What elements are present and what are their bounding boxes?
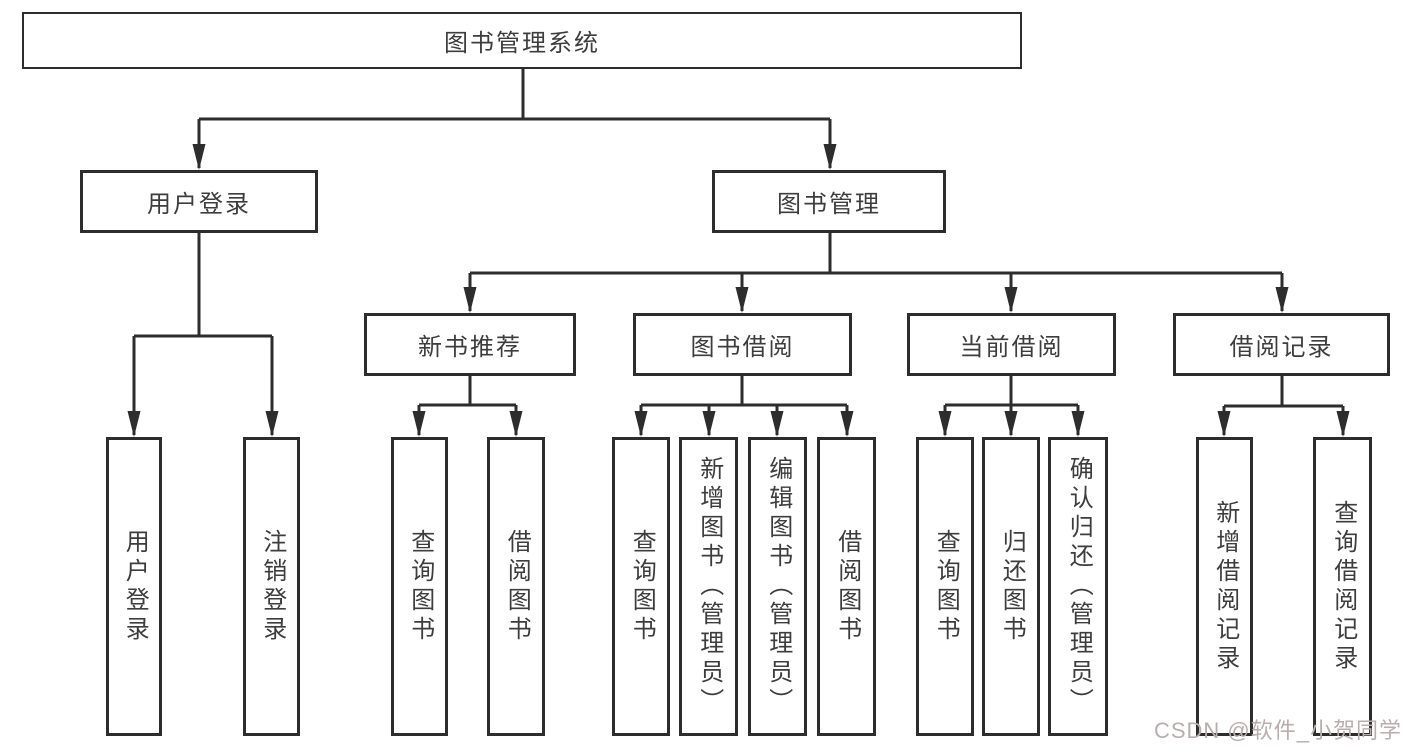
- leaf-user-login-label: 用户登录: [121, 528, 149, 645]
- leaf-confirm-return-admin: 确认归还（管理员）: [1048, 437, 1108, 736]
- node-book-borrow: 图书借阅: [633, 313, 852, 376]
- node-new-book-recommend-label: 新书推荐: [418, 334, 522, 361]
- leaf-return-book: 归还图书: [982, 437, 1040, 736]
- leaf-logout: 注销登录: [243, 437, 300, 736]
- leaf-add-borrow-record: 新增借阅记录: [1196, 437, 1253, 736]
- node-root: 图书管理系统: [22, 12, 1022, 69]
- leaf-add-borrow-record-label: 新增借阅记录: [1211, 499, 1239, 674]
- leaf-borrow-book: 借阅图书: [817, 437, 876, 736]
- leaf-add-book-admin: 新增图书（管理员）: [679, 437, 738, 736]
- leaf-return-book-label: 归还图书: [998, 528, 1026, 645]
- node-borrow-records: 借阅记录: [1173, 313, 1390, 376]
- leaf-borrow-book-recommend: 借阅图书: [487, 437, 545, 736]
- node-book-mgmt: 图书管理: [712, 170, 946, 233]
- node-book-borrow-label: 图书借阅: [690, 334, 795, 361]
- leaf-user-login: 用户登录: [106, 437, 162, 736]
- leaf-edit-book-admin-label: 编辑图书（管理员）: [764, 456, 792, 717]
- leaf-confirm-return-admin-label: 确认归还（管理员）: [1065, 456, 1093, 717]
- leaf-logout-label: 注销登录: [258, 528, 286, 645]
- leaf-add-book-admin-label: 新增图书（管理员）: [695, 456, 723, 717]
- node-user-login: 用户登录: [80, 170, 318, 233]
- node-new-book-recommend: 新书推荐: [364, 313, 576, 376]
- leaf-query-book-recommend-label: 查询图书: [406, 528, 434, 645]
- leaf-borrow-book-recommend-label: 借阅图书: [503, 528, 531, 645]
- node-root-label: 图书管理系统: [444, 30, 600, 57]
- node-current-borrow: 当前借阅: [907, 313, 1116, 376]
- leaf-edit-book-admin: 编辑图书（管理员）: [748, 437, 807, 736]
- node-user-login-label: 用户登录: [147, 191, 251, 218]
- leaf-query-borrow-record: 查询借阅记录: [1313, 437, 1372, 736]
- leaf-query-book-recommend: 查询图书: [391, 437, 448, 736]
- leaf-query-book-current: 查询图书: [916, 437, 974, 736]
- node-borrow-records-label: 借阅记录: [1229, 334, 1334, 361]
- leaf-borrow-book-label: 借阅图书: [833, 528, 861, 645]
- leaf-query-book-borrow-label: 查询图书: [628, 528, 656, 645]
- leaf-query-book-borrow: 查询图书: [612, 437, 670, 736]
- node-current-borrow-label: 当前借阅: [959, 334, 1064, 361]
- csdn-watermark: CSDN @软件_小贺同学: [1153, 718, 1402, 743]
- leaf-query-borrow-record-label: 查询借阅记录: [1329, 499, 1357, 674]
- leaf-query-book-current-label: 查询图书: [932, 528, 960, 645]
- node-book-mgmt-label: 图书管理: [777, 191, 881, 218]
